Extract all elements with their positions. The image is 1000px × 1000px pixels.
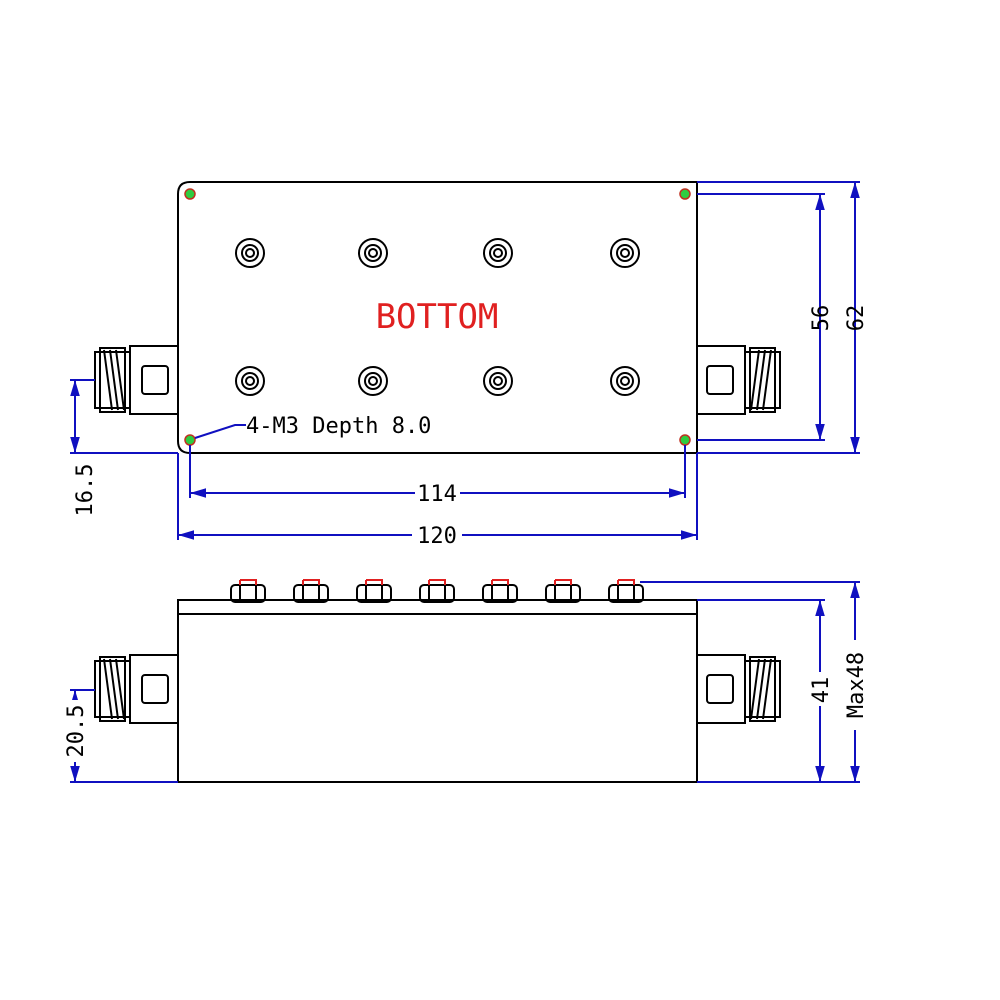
- hole-note: 4-M3 Depth 8.0: [246, 414, 431, 439]
- dim-62: 62: [844, 305, 869, 332]
- dim-16-5: 16.5: [73, 464, 98, 517]
- right-connector: [696, 345, 781, 415]
- dim-max48: Max48: [844, 652, 869, 718]
- side-housing: [177, 599, 698, 783]
- dimensions-side: 41 Max48 20.5: [63, 581, 869, 783]
- tuning-nuts: [230, 579, 644, 603]
- dim-120: 120: [417, 524, 457, 549]
- side-view: 41 Max48 20.5: [63, 579, 869, 783]
- dim-56: 56: [809, 305, 834, 332]
- side-right-connector: [696, 654, 781, 724]
- top-view: BOTTOM 4-M3 Depth 8.0 56 62 114 120 16.5: [70, 181, 869, 549]
- dimensions-top: 56 62 114 120 16.5: [70, 181, 869, 549]
- left-connector: [94, 345, 179, 415]
- bottom-label: BOTTOM: [376, 297, 499, 337]
- dim-41: 41: [809, 677, 834, 704]
- dim-114: 114: [417, 482, 457, 507]
- hole-leader: [194, 424, 246, 439]
- side-left-connector: [94, 654, 179, 724]
- dim-20-5: 20.5: [64, 705, 89, 758]
